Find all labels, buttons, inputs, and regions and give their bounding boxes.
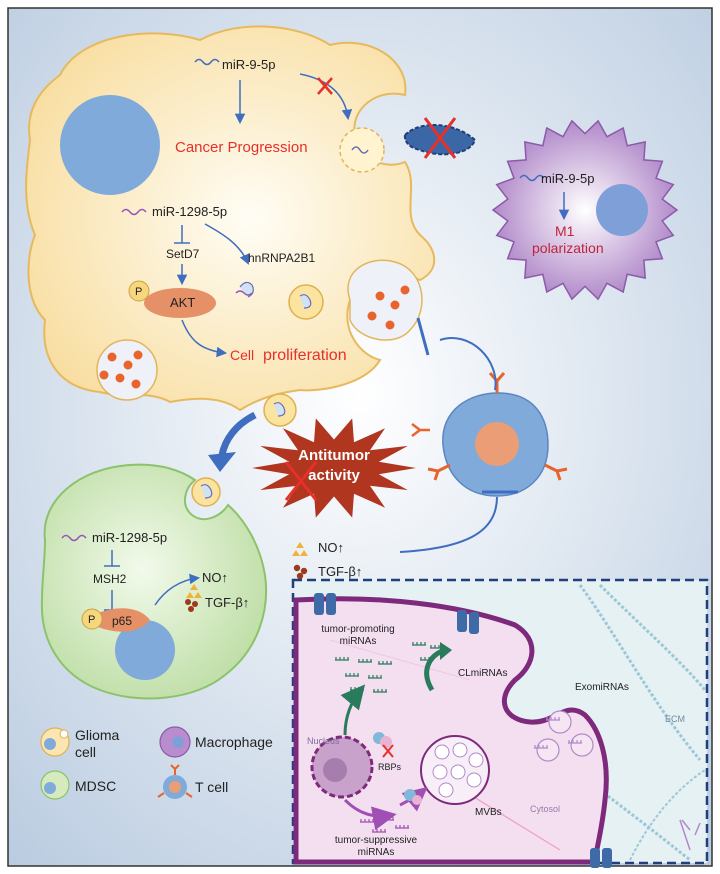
mirna-glyph bbox=[412, 642, 426, 646]
glioma-mir1298-label: miR-1298-5p bbox=[152, 204, 227, 219]
mirna-glyph bbox=[378, 661, 392, 665]
exomirnas-label: ExomiRNAs bbox=[575, 682, 629, 693]
tcell-tgf-label: TGF-β↑ bbox=[318, 564, 362, 579]
mdsc-no-label: NO↑ bbox=[202, 570, 228, 585]
mir95p-squiggle bbox=[194, 58, 220, 66]
glioma-nucleus bbox=[60, 95, 160, 195]
inhibit-arc-top bbox=[439, 337, 497, 391]
ecm-label: ECM bbox=[665, 714, 685, 724]
antitumor-line1: Antitumor bbox=[298, 447, 370, 464]
mirna-glyph bbox=[350, 687, 364, 691]
hnrnpa2b1-label: hnRNPA2B1 bbox=[248, 251, 315, 265]
akt-p-label: P bbox=[135, 286, 142, 298]
legend-macrophage: Macrophage bbox=[195, 734, 273, 750]
mvbs-label: MVBs bbox=[475, 807, 502, 818]
mirna-glyph bbox=[534, 745, 548, 749]
legend-mdsc-icon bbox=[40, 770, 70, 800]
macrophage-cell bbox=[491, 119, 679, 301]
p65-p-label: P bbox=[88, 614, 95, 626]
polarization-label: polarization bbox=[532, 240, 604, 256]
tumor-suppressive-line2: miRNAs bbox=[358, 847, 395, 858]
arrow-to-proliferation bbox=[181, 319, 228, 358]
antitumor-line2: activity bbox=[308, 467, 360, 484]
mirna-glyph bbox=[430, 645, 444, 649]
mir1298-squiggle bbox=[121, 208, 147, 216]
mirna-glyph bbox=[372, 829, 386, 833]
mirna-glyph bbox=[395, 825, 409, 829]
mirna-glyph bbox=[420, 657, 434, 661]
clmirnas-label: CLmiRNAs bbox=[458, 668, 507, 679]
mirna-glyph bbox=[358, 659, 372, 663]
nucleus-label: Nucleus bbox=[307, 736, 340, 746]
legend-tcell-icon bbox=[157, 764, 193, 799]
vesicle-dashed bbox=[339, 127, 385, 173]
mirna-glyph bbox=[345, 673, 359, 677]
tumor-promoting-line2: miRNAs bbox=[340, 636, 377, 647]
hnrnp-complex bbox=[235, 281, 324, 320]
tcell-no-label: NO↑ bbox=[318, 540, 344, 555]
vesicle-right bbox=[347, 259, 423, 341]
mdsc-cell bbox=[40, 463, 268, 700]
mirna-glyph bbox=[568, 740, 582, 744]
transfer-arrow bbox=[218, 411, 257, 456]
mirna-glyph bbox=[368, 675, 382, 679]
rbps-label: RBPs bbox=[378, 762, 402, 772]
cytosol-label: Cytosol bbox=[530, 804, 560, 814]
mirna-glyph bbox=[373, 689, 387, 693]
mirna-glyph bbox=[380, 817, 394, 821]
legend bbox=[40, 726, 193, 800]
glioma-cell bbox=[25, 25, 436, 427]
antitumor-starburst bbox=[252, 418, 416, 518]
glioma-mir95p-label: miR-9-5p bbox=[222, 57, 275, 72]
arrow-to-vesicle bbox=[299, 73, 353, 121]
m1-label: M1 bbox=[555, 223, 575, 239]
disrupted-vesicle bbox=[403, 117, 477, 159]
mdsc-tgf-label: TGF-β↑ bbox=[205, 595, 249, 610]
mirna-glyphs bbox=[335, 642, 582, 833]
legend-glioma-line1: Glioma bbox=[75, 727, 120, 743]
setd7-label: SetD7 bbox=[166, 247, 200, 261]
legend-glioma-icon bbox=[40, 727, 70, 757]
p65-label: p65 bbox=[112, 614, 132, 628]
cell-label: Cell bbox=[230, 347, 254, 363]
akt-label: AKT bbox=[170, 295, 195, 310]
mirna-glyph bbox=[335, 657, 349, 661]
cancer-progression-label: Cancer Progression bbox=[175, 139, 308, 156]
p65-complex bbox=[81, 608, 150, 632]
msh2-label: MSH2 bbox=[93, 572, 127, 586]
legend-mdsc: MDSC bbox=[75, 778, 116, 794]
inhibit-arc-bottom bbox=[399, 496, 498, 553]
legend-glioma-line2: cell bbox=[75, 744, 96, 760]
t-cell bbox=[411, 372, 568, 497]
mirna-glyph bbox=[546, 717, 560, 721]
mdsc-mir1298-label: miR-1298-5p bbox=[92, 530, 167, 545]
proliferation-label: proliferation bbox=[263, 347, 347, 364]
tumor-promoting-line1: tumor-promoting bbox=[321, 624, 394, 635]
inset-panel bbox=[291, 578, 709, 868]
vesicle-pocket-left bbox=[96, 339, 158, 401]
tumor-suppressive-line1: tumor-suppressive bbox=[335, 835, 418, 846]
mdsc-mir-squiggle bbox=[61, 534, 87, 542]
akt-complex bbox=[128, 280, 216, 318]
arrow-to-hnrnp bbox=[204, 223, 250, 265]
macrophage-mir95p-label: miR-9-5p bbox=[541, 171, 594, 186]
legend-macrophage-icon bbox=[159, 726, 191, 758]
legend-tcell: T cell bbox=[195, 779, 228, 795]
mirna-glyph bbox=[360, 819, 374, 823]
